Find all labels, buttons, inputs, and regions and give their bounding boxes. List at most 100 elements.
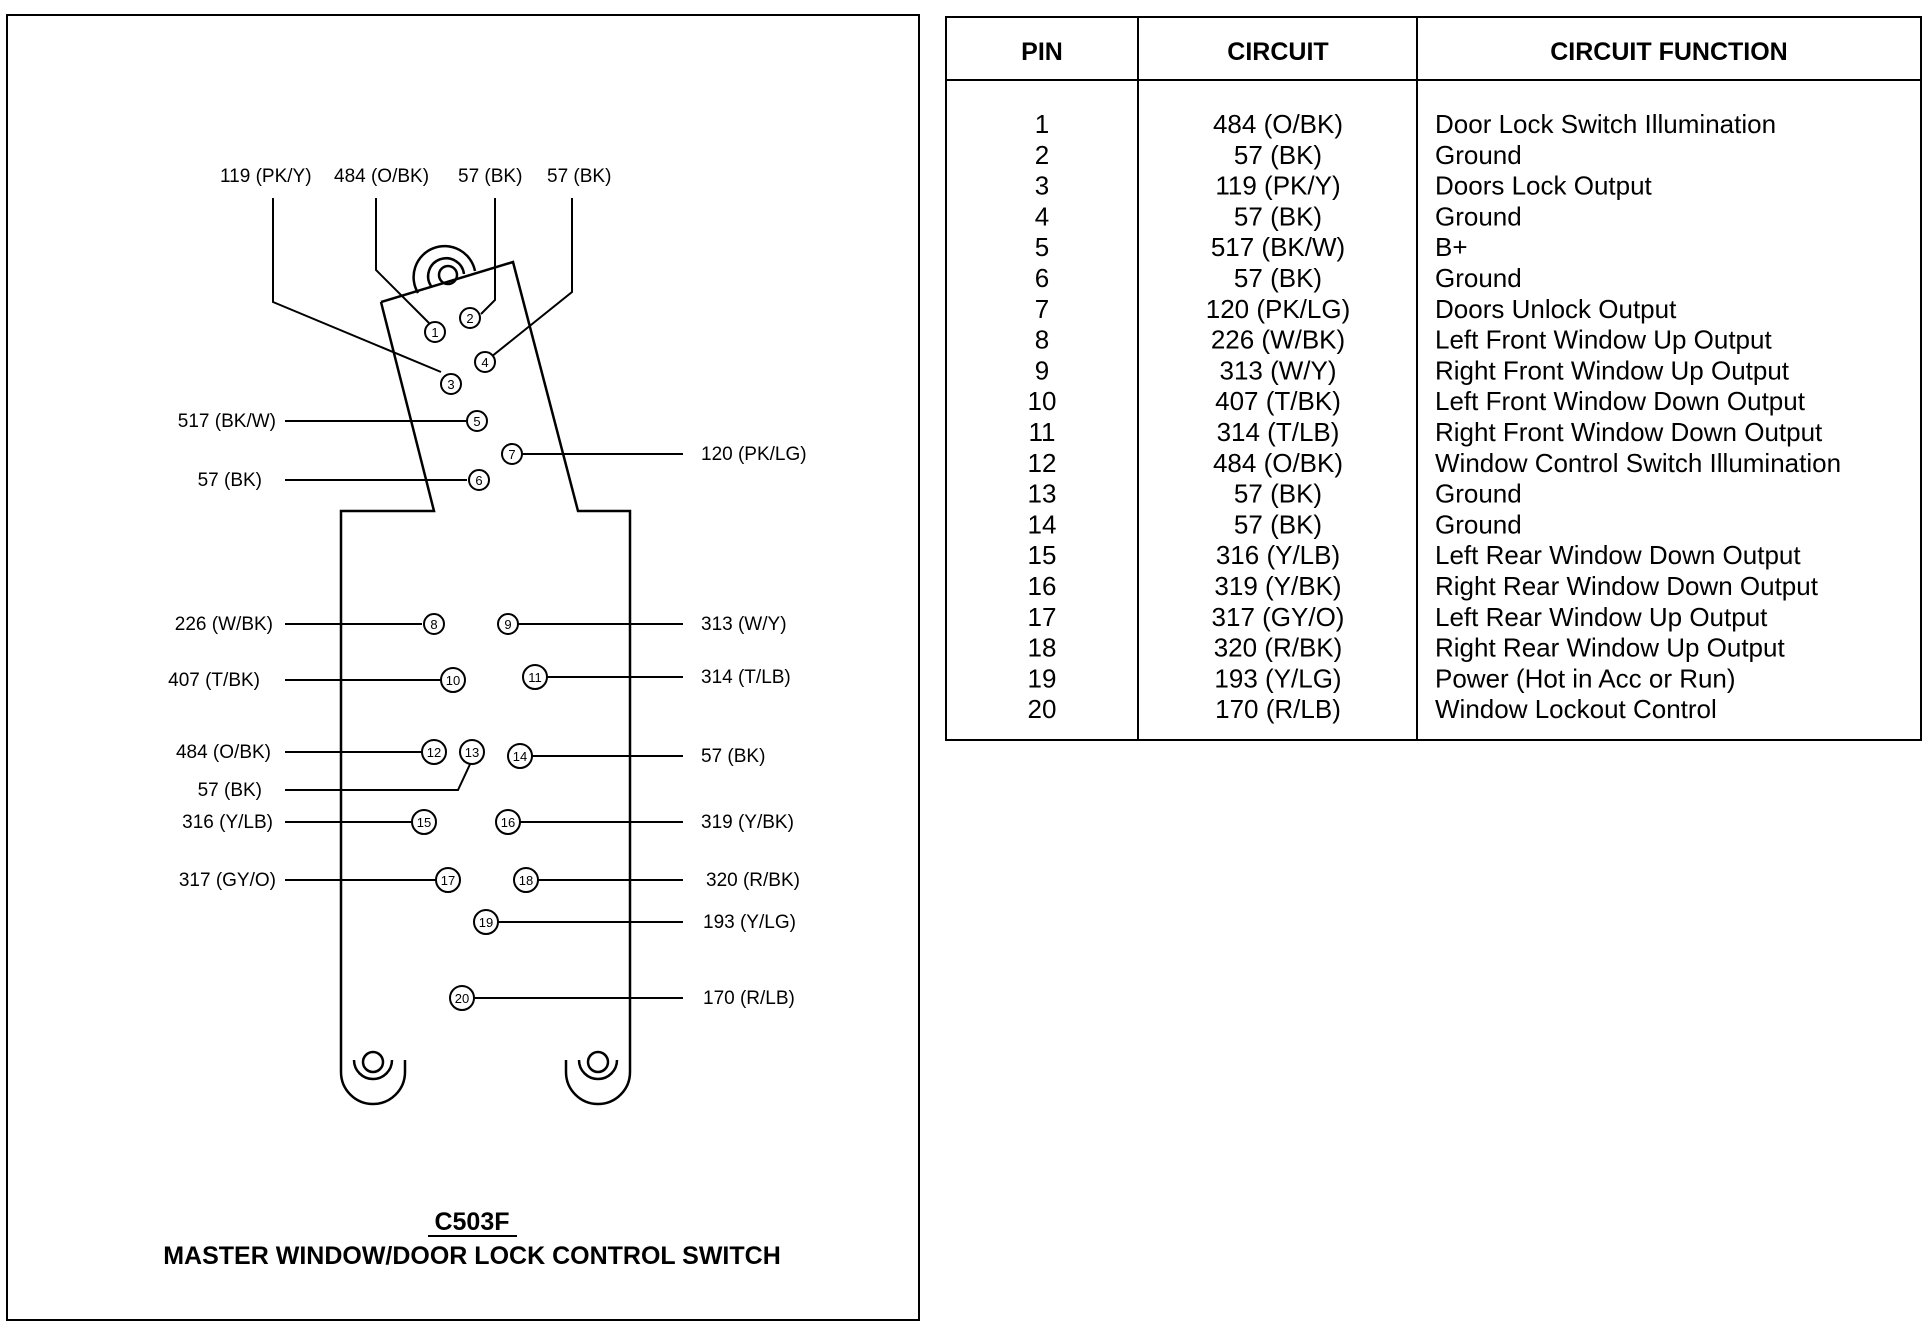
table-cell-function: Doors Unlock Output xyxy=(1435,294,1677,324)
diagram-title: MASTER WINDOW/DOOR LOCK CONTROL SWITCH xyxy=(163,1242,781,1270)
table-cell-circuit: 407 (T/BK) xyxy=(1215,386,1341,416)
table-cell-pin: 13 xyxy=(1028,479,1057,509)
pin-14: 14 xyxy=(507,743,533,769)
wire-lead-pin-13 xyxy=(285,759,473,791)
table-cell-pin: 18 xyxy=(1028,633,1057,663)
table-row: 12 484 (O/BK) Window Control Switch Illumi… xyxy=(1028,448,1842,478)
table-cell-function: Right Rear Window Down Output xyxy=(1435,571,1819,601)
svg-text:11: 11 xyxy=(528,670,542,685)
table-cell-circuit: 317 (GY/O) xyxy=(1212,602,1345,632)
table-cell-circuit: 170 (R/LB) xyxy=(1215,694,1341,724)
wire-label-pin-1: 484 (O/BK) xyxy=(334,166,429,187)
pin-20: 20 xyxy=(449,985,475,1011)
svg-text:15: 15 xyxy=(417,815,431,830)
pin-19: 19 xyxy=(473,909,499,935)
table-cell-function: Ground xyxy=(1435,201,1522,231)
svg-text:9: 9 xyxy=(504,617,511,632)
table-cell-circuit: 484 (O/BK) xyxy=(1213,448,1343,478)
table-cell-circuit: 316 (Y/LB) xyxy=(1216,540,1340,570)
table-row: 8 226 (W/BK) Left Front Window Up Output xyxy=(1035,325,1773,355)
svg-text:5: 5 xyxy=(473,414,480,429)
svg-text:17: 17 xyxy=(441,873,455,888)
table-cell-circuit: 57 (BK) xyxy=(1234,509,1322,539)
wire-labels: 119 (PK/Y) 484 (O/BK) 57 (BK) 57 (BK) 51… xyxy=(168,166,806,1009)
table-cell-function: Doors Lock Output xyxy=(1435,171,1653,201)
wire-label-pin-10: 407 (T/BK) xyxy=(168,670,260,691)
table-cell-pin: 7 xyxy=(1035,294,1049,324)
pin-17: 17 xyxy=(435,867,461,893)
table-cell-circuit: 517 (BK/W) xyxy=(1211,232,1345,262)
table-cell-pin: 1 xyxy=(1035,109,1049,139)
table-cell-pin: 2 xyxy=(1035,140,1049,170)
pin-1: 1 xyxy=(424,321,446,343)
table-header-circuit-function: CIRCUIT FUNCTION xyxy=(1550,38,1787,66)
svg-text:12: 12 xyxy=(427,745,441,760)
table-cell-function: Right Front Window Up Output xyxy=(1435,355,1790,385)
svg-text:8: 8 xyxy=(430,617,437,632)
wire-label-pin-3: 119 (PK/Y) xyxy=(220,166,312,187)
table-cell-function: Window Control Switch Illumination xyxy=(1435,448,1841,478)
pin-10: 10 xyxy=(440,667,466,693)
svg-text:3: 3 xyxy=(447,377,454,392)
table-cell-circuit: 319 (Y/BK) xyxy=(1214,571,1341,601)
svg-text:18: 18 xyxy=(519,873,533,888)
table-cell-circuit: 120 (PK/LG) xyxy=(1206,294,1351,324)
svg-text:14: 14 xyxy=(513,749,527,764)
table-cell-circuit: 193 (Y/LG) xyxy=(1214,663,1341,693)
wire-label-pin-18: 320 (R/BK) xyxy=(706,870,800,891)
svg-text:16: 16 xyxy=(501,815,515,830)
table-cell-pin: 6 xyxy=(1035,263,1049,293)
svg-text:20: 20 xyxy=(455,991,469,1006)
wire-label-pin-15: 316 (Y/LB) xyxy=(182,812,273,833)
wire-label-pin-9: 313 (W/Y) xyxy=(701,614,787,635)
table-cell-function: Ground xyxy=(1435,479,1522,509)
table-cell-function: Right Front Window Down Output xyxy=(1435,417,1823,447)
wire-label-pin-19: 193 (Y/LG) xyxy=(703,912,796,933)
pin-7: 7 xyxy=(501,443,523,465)
table-cell-pin: 16 xyxy=(1028,571,1057,601)
svg-text:1: 1 xyxy=(431,325,438,340)
wire-label-pin-12: 484 (O/BK) xyxy=(176,742,271,763)
table-cell-function: Left Rear Window Down Output xyxy=(1435,540,1801,570)
wire-label-pin-20: 170 (R/LB) xyxy=(703,988,795,1009)
table-cell-pin: 8 xyxy=(1035,325,1049,355)
table-cell-function: Ground xyxy=(1435,263,1522,293)
table-row: 7 120 (PK/LG) Doors Unlock Output xyxy=(1035,294,1677,324)
connector-id: C503F xyxy=(434,1208,509,1236)
table-cell-pin: 12 xyxy=(1028,448,1057,478)
pin-12: 12 xyxy=(421,739,447,765)
table-cell-function: Door Lock Switch Illumination xyxy=(1435,109,1776,139)
table-cell-function: Ground xyxy=(1435,509,1522,539)
table-cell-circuit: 57 (BK) xyxy=(1234,263,1322,293)
pin-6: 6 xyxy=(468,469,490,491)
table-cell-pin: 19 xyxy=(1028,663,1057,693)
pin-9: 9 xyxy=(497,613,519,635)
table-row: 6 57 (BK) Ground xyxy=(1035,263,1522,293)
table-cell-circuit: 314 (T/LB) xyxy=(1217,417,1340,447)
wire-label-pin-8: 226 (W/BK) xyxy=(175,614,273,635)
table-cell-function: Left Front Window Up Output xyxy=(1435,325,1772,355)
wire-label-pin-16: 319 (Y/BK) xyxy=(701,812,794,833)
table-cell-function: Left Front Window Down Output xyxy=(1435,386,1806,416)
wire-lead-pin-1 xyxy=(375,198,430,324)
svg-text:2: 2 xyxy=(466,311,473,326)
table-cell-circuit: 320 (R/BK) xyxy=(1214,633,1343,663)
wire-label-pin-11: 314 (T/LB) xyxy=(701,667,791,688)
pin-8: 8 xyxy=(423,613,445,635)
table-cell-pin: 3 xyxy=(1035,171,1049,201)
pin-3: 3 xyxy=(440,373,462,395)
table-cell-pin: 15 xyxy=(1028,540,1057,570)
pin-5: 5 xyxy=(466,410,488,432)
table-cell-circuit: 226 (W/BK) xyxy=(1211,325,1345,355)
